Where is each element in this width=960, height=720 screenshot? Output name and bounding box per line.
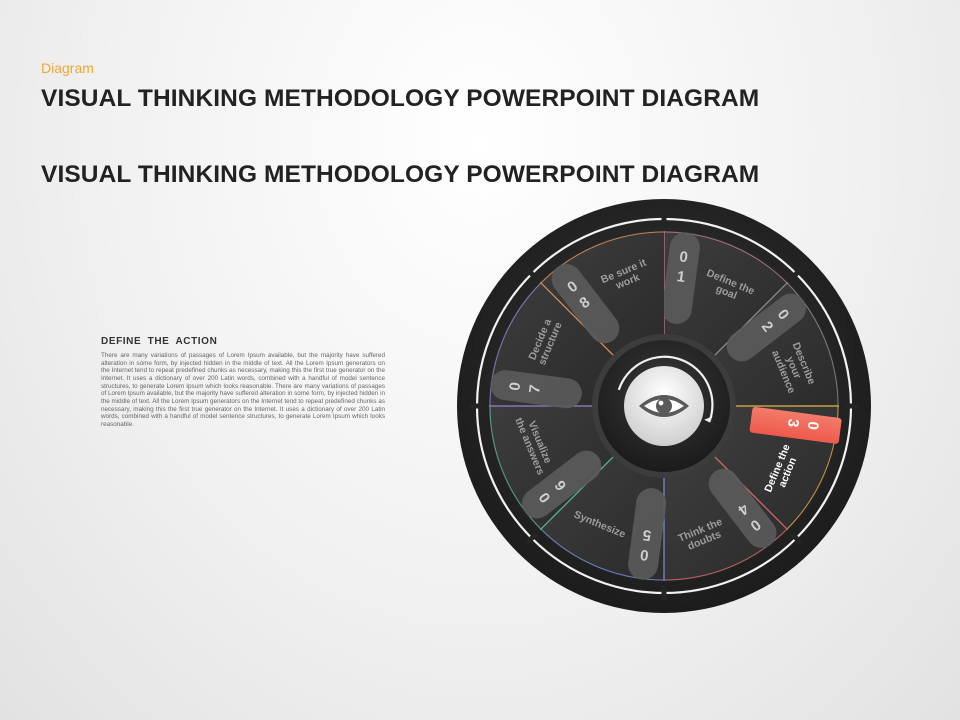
number-pill — [522, 450, 602, 519]
segment-outer-edge — [786, 282, 839, 407]
segment-outer-edge — [540, 231, 665, 284]
category-label: Diagram — [41, 60, 94, 76]
segment-wedge — [489, 406, 614, 530]
number-badge-01: 01 — [661, 232, 700, 324]
active-tab — [749, 406, 842, 444]
ring-gap-2 — [789, 267, 803, 281]
number-pill — [726, 293, 806, 362]
number-badge-08: 08 — [551, 264, 620, 344]
number-pill — [490, 370, 582, 409]
number-digit: 5 — [642, 526, 652, 544]
segment-wedge — [714, 282, 839, 406]
description-heading: DEFINE THE ACTION — [101, 336, 218, 347]
segment-outer-edge — [663, 231, 788, 284]
ring-gap-4 — [789, 531, 803, 545]
number-digit: 0 — [678, 248, 688, 266]
number-badge-03: 03 — [749, 406, 842, 444]
number-digit: 0 — [804, 420, 822, 430]
page-title: VISUAL THINKING METHODOLOGY POWERPOINT D… — [41, 85, 760, 112]
segment-outer-edge — [489, 282, 542, 407]
number-badge-05: 05 — [628, 488, 667, 580]
eye-icon — [639, 395, 689, 417]
number-badge-02: 02 — [726, 293, 806, 362]
segment-wedge — [664, 456, 788, 581]
number-digit: 1 — [676, 268, 686, 286]
segment-divider — [714, 456, 789, 531]
number-digit: 0 — [639, 546, 649, 564]
circular-arrow-icon — [617, 355, 714, 423]
number-pill — [551, 264, 620, 344]
description-body: There are many variations of passages of… — [101, 352, 385, 428]
center-hub — [592, 334, 736, 478]
ring-gap-8 — [525, 267, 539, 281]
number-digit: 7 — [526, 384, 544, 394]
segment-divider — [714, 281, 789, 356]
number-digit: 3 — [784, 418, 802, 428]
segment-divider — [539, 281, 614, 356]
arrow-head-icon — [704, 416, 713, 423]
page-subtitle: VISUAL THINKING METHODOLOGY POWERPOINT D… — [41, 161, 760, 188]
number-pill — [661, 232, 700, 324]
number-pill — [628, 488, 667, 580]
number-pill — [708, 468, 777, 548]
description-block: DEFINE THE ACTION There are many variati… — [101, 336, 385, 429]
segment-outer-edge — [540, 528, 665, 581]
ring-gaps — [470, 212, 858, 600]
segment-divider — [539, 456, 614, 531]
segment-outer-edge — [663, 528, 788, 581]
segment-wedge — [540, 231, 664, 356]
number-badge-04: 04 — [708, 468, 777, 548]
ring-gap-6 — [525, 531, 539, 545]
segment-outer-edge — [489, 405, 542, 530]
number-badge-06: 06 — [522, 450, 602, 519]
number-digit: 0 — [506, 381, 524, 391]
